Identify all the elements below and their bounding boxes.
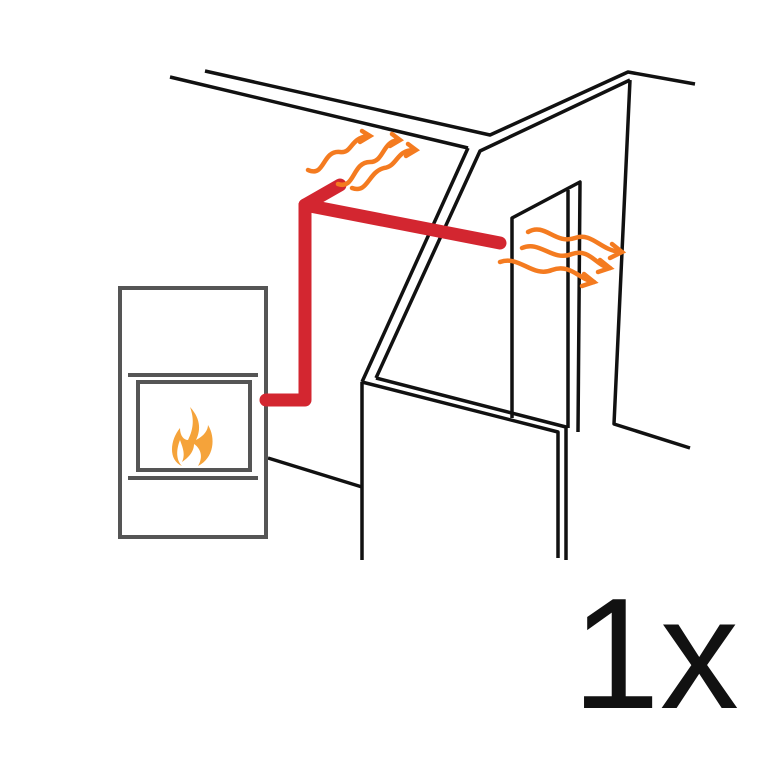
floor-line-left <box>267 456 363 489</box>
partition-top <box>361 380 560 558</box>
room-lines <box>169 69 696 560</box>
ceiling-edge-top <box>204 69 696 137</box>
wall-corner-outer <box>360 147 470 383</box>
right-wall-edge <box>612 79 691 450</box>
flame-icon <box>172 407 213 466</box>
duct-pipe <box>259 178 507 407</box>
partition-top-inner <box>375 376 568 560</box>
ceiling-edge-left <box>169 75 469 150</box>
door-frame <box>510 180 582 433</box>
quantity-label: 1x <box>572 566 739 742</box>
wall-corner-inner <box>374 78 631 379</box>
heat-waves-icon <box>305 128 627 289</box>
stove-icon <box>118 286 268 539</box>
